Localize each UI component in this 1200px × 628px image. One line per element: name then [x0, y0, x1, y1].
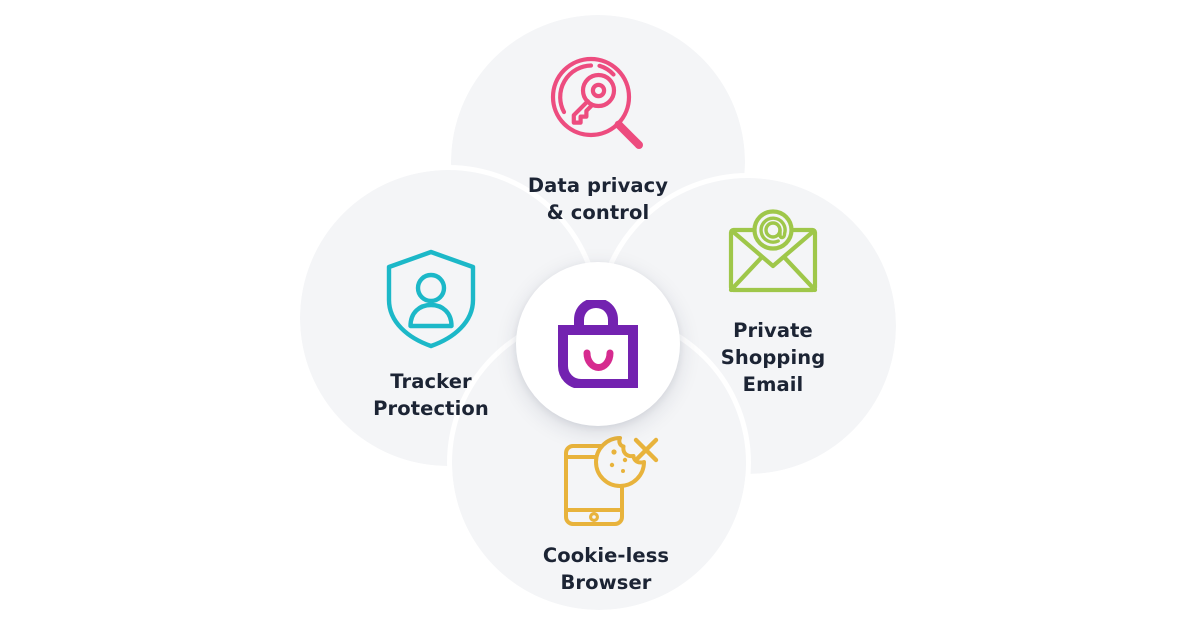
- node-label-data-privacy: Data privacy & control: [527, 174, 669, 224]
- node-label-cookie-less-browser: Cookie-less Browser: [542, 544, 670, 594]
- envelope-at-icon: [720, 209, 826, 299]
- center-hub[interactable]: [516, 262, 680, 426]
- magnifier-key-icon: [546, 52, 650, 156]
- node-label-tracker-protection: Tracker Protection: [373, 370, 489, 420]
- node-cookie-less-browser[interactable]: Cookie-less Browser: [506, 434, 706, 596]
- node-private-shopping-email[interactable]: Private Shopping Email: [690, 209, 856, 398]
- node-tracker-protection[interactable]: Tracker Protection: [331, 248, 531, 422]
- phone-cookie-blocked-icon: [552, 434, 660, 528]
- shield-person-icon: [382, 248, 480, 350]
- node-data-privacy[interactable]: Data privacy & control: [473, 52, 723, 226]
- unlocked-shopping-bag-icon: [555, 297, 641, 389]
- node-label-private-shopping-email: Private Shopping Email: [720, 319, 826, 396]
